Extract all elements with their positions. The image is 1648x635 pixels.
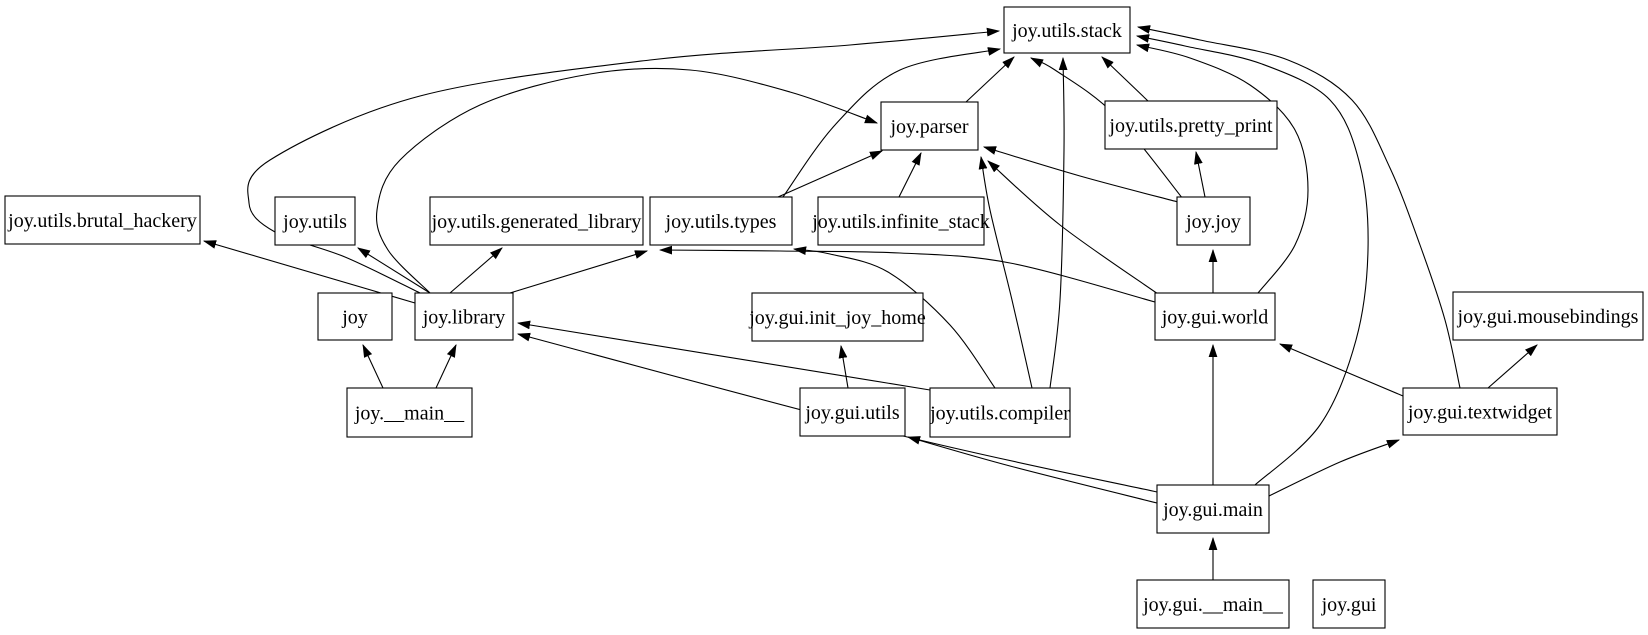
node-label-joy-utils: joy.utils (282, 211, 347, 233)
node-box-joy-utils (274, 196, 356, 246)
node-box-joy-utils-stack (1003, 6, 1131, 54)
edge-joy-utils-compiler-to-joy-library (516, 320, 931, 391)
node-box-joy-utils-compiler (929, 387, 1071, 438)
edge-joy-library-to-joy-utils-types (509, 250, 649, 294)
node-box-joy-utils-pretty-print (1104, 100, 1278, 150)
node-label-joy-gui-world: joy.gui.world (1161, 307, 1268, 329)
edge-joy-utils-compiler-to-joy-parser (978, 155, 1033, 389)
edge-joy-main-to-joy (362, 344, 384, 389)
node-label-joy-utils-infinite-stack: joy.utils.infinite_stack (811, 211, 990, 233)
node-joy-joy: joy.joy (1176, 196, 1251, 246)
edge-joy-utils-compiler-to-joy-utils-types (792, 246, 996, 389)
edge-joy-gui-textwidget-to-joy-gui-mousebindings (1487, 344, 1538, 389)
node-box-joy-utils-types (649, 196, 793, 246)
edge-joy-utils-infinite-stack-to-joy-parser (898, 152, 922, 198)
edge-joy-gui-main-to-joy-gui-utils (906, 436, 1158, 504)
node-label-joy-gui-init-joy-home: joy.gui.init_joy_home (748, 307, 926, 329)
node-label-joy-gui: joy.gui (1321, 594, 1377, 616)
node-label-joy-utils-generated-library: joy.utils.generated_library (431, 211, 642, 233)
edge-joy-gui-world-to-joy-parser (987, 160, 1159, 295)
edge-joy-gui-textwidget-to-joy-utils-stack (1136, 25, 1461, 389)
node-joy-gui-textwidget: joy.gui.textwidget (1402, 387, 1558, 436)
edge-joy-library-to-joy-utils-generated-library (449, 247, 503, 294)
edge-joy-gui-textwidget-to-joy-gui-world (1278, 343, 1404, 397)
node-joy-gui-main: joy.gui.main (1156, 484, 1270, 534)
edge-joy-gui-main-to-joy-utils-stack (1135, 34, 1369, 486)
node-joy-gui-world: joy.gui.world (1154, 292, 1276, 341)
node-box-joy-gui-world (1154, 292, 1276, 341)
edge-joy-utils-pretty-print-to-joy-utils-stack (1101, 56, 1149, 102)
node-label-joy-utils-stack: joy.utils.stack (1011, 20, 1122, 42)
node-joy-utils-generated-library: joy.utils.generated_library (429, 196, 644, 246)
node-joy-utils-compiler: joy.utils.compiler (929, 387, 1071, 438)
edge-joy-utils-types-to-joy-parser (777, 150, 884, 198)
node-box-joy (317, 292, 393, 341)
node-joy-utils-pretty-print: joy.utils.pretty_print (1104, 100, 1278, 150)
edge-joy-utils-compiler-to-joy-utils-stack (1049, 56, 1068, 389)
node-joy-gui-init-joy-home: joy.gui.init_joy_home (748, 292, 926, 342)
node-joy-gui-main: joy.gui.__main__ (1136, 579, 1290, 629)
edge-joy-library-to-joy-parser (375, 67, 879, 294)
node-joy-parser: joy.parser (880, 101, 979, 151)
edge-joy-joy-to-joy-utils-pretty-print (1194, 150, 1206, 198)
edge-joy-parser-to-joy-utils-stack (965, 56, 1015, 103)
edge-joy-main-to-joy-library (435, 344, 457, 389)
node-joy-utils-stack: joy.utils.stack (1003, 6, 1131, 54)
node-label-joy-utils-pretty-print: joy.utils.pretty_print (1108, 115, 1273, 137)
node-joy-utils: joy.utils (274, 196, 356, 246)
node-label-joy-utils-brutal-hackery: joy.utils.brutal_hackery (7, 210, 197, 232)
node-box-joy-gui-utils (799, 387, 906, 437)
node-box-joy-gui-main (1136, 579, 1290, 629)
edge-joy-gui-world-to-joy-utils-stack (1135, 43, 1309, 294)
node-box-joy-parser (880, 101, 979, 151)
node-box-joy-library (414, 292, 514, 341)
edges-layer (202, 25, 1538, 580)
node-label-joy-utils-compiler: joy.utils.compiler (929, 403, 1070, 425)
node-joy-main: joy.__main__ (346, 387, 473, 438)
node-box-joy-gui (1312, 579, 1386, 629)
node-joy-utils-types: joy.utils.types (649, 196, 793, 246)
node-box-joy-utils-generated-library (429, 196, 644, 246)
node-joy-gui-mousebindings: joy.gui.mousebindings (1452, 291, 1644, 341)
node-label-joy-library: joy.library (422, 307, 506, 329)
node-joy-utils-infinite-stack: joy.utils.infinite_stack (811, 196, 990, 246)
node-joy-utils-brutal-hackery: joy.utils.brutal_hackery (4, 195, 201, 245)
node-box-joy-gui-textwidget (1402, 387, 1558, 436)
node-label-joy-main: joy.__main__ (354, 403, 465, 425)
edge-joy-library-to-joy-utils (357, 247, 431, 294)
node-joy: joy (317, 292, 393, 341)
node-box-joy-gui-main (1156, 484, 1270, 534)
node-label-joy-parser: joy.parser (889, 116, 968, 138)
node-label-joy: joy (341, 307, 368, 329)
node-label-joy-utils-types: joy.utils.types (665, 211, 777, 233)
node-box-joy-gui-mousebindings (1452, 291, 1644, 341)
node-label-joy-gui-main: joy.gui.__main__ (1142, 594, 1284, 616)
nodes-layer: joy.utils.stack joy.parser joy.utils.prett… (4, 6, 1644, 629)
node-joy-gui-utils: joy.gui.utils (799, 387, 906, 437)
node-box-joy-utils-brutal-hackery (4, 195, 201, 245)
edge-joy-utils-types-to-joy-utils-stack (782, 47, 1002, 198)
node-box-joy-utils-infinite-stack (817, 196, 985, 246)
node-label-joy-gui-main: joy.gui.main (1162, 499, 1263, 521)
edge-joy-gui-main-to-joy-gui-textwidget (1268, 439, 1401, 497)
node-box-joy-joy (1176, 196, 1251, 246)
node-joy-library: joy.library (414, 292, 514, 341)
node-box-joy-main (346, 387, 473, 438)
node-label-joy-gui-textwidget: joy.gui.textwidget (1407, 402, 1553, 424)
edge-joy-joy-to-joy-parser (982, 146, 1179, 203)
node-box-joy-gui-init-joy-home (751, 292, 924, 342)
node-joy-gui: joy.gui (1312, 579, 1386, 629)
node-label-joy-joy: joy.joy (1185, 211, 1241, 233)
node-label-joy-gui-mousebindings: joy.gui.mousebindings (1457, 306, 1639, 328)
edge-joy-gui-utils-to-joy-gui-init-joy-home (838, 344, 849, 389)
edge-joy-gui-world-to-joy-utils-types (658, 245, 1156, 303)
node-label-joy-gui-utils: joy.gui.utils (804, 402, 899, 424)
edge-joy-joy-to-joy-utils-stack (1030, 57, 1184, 200)
